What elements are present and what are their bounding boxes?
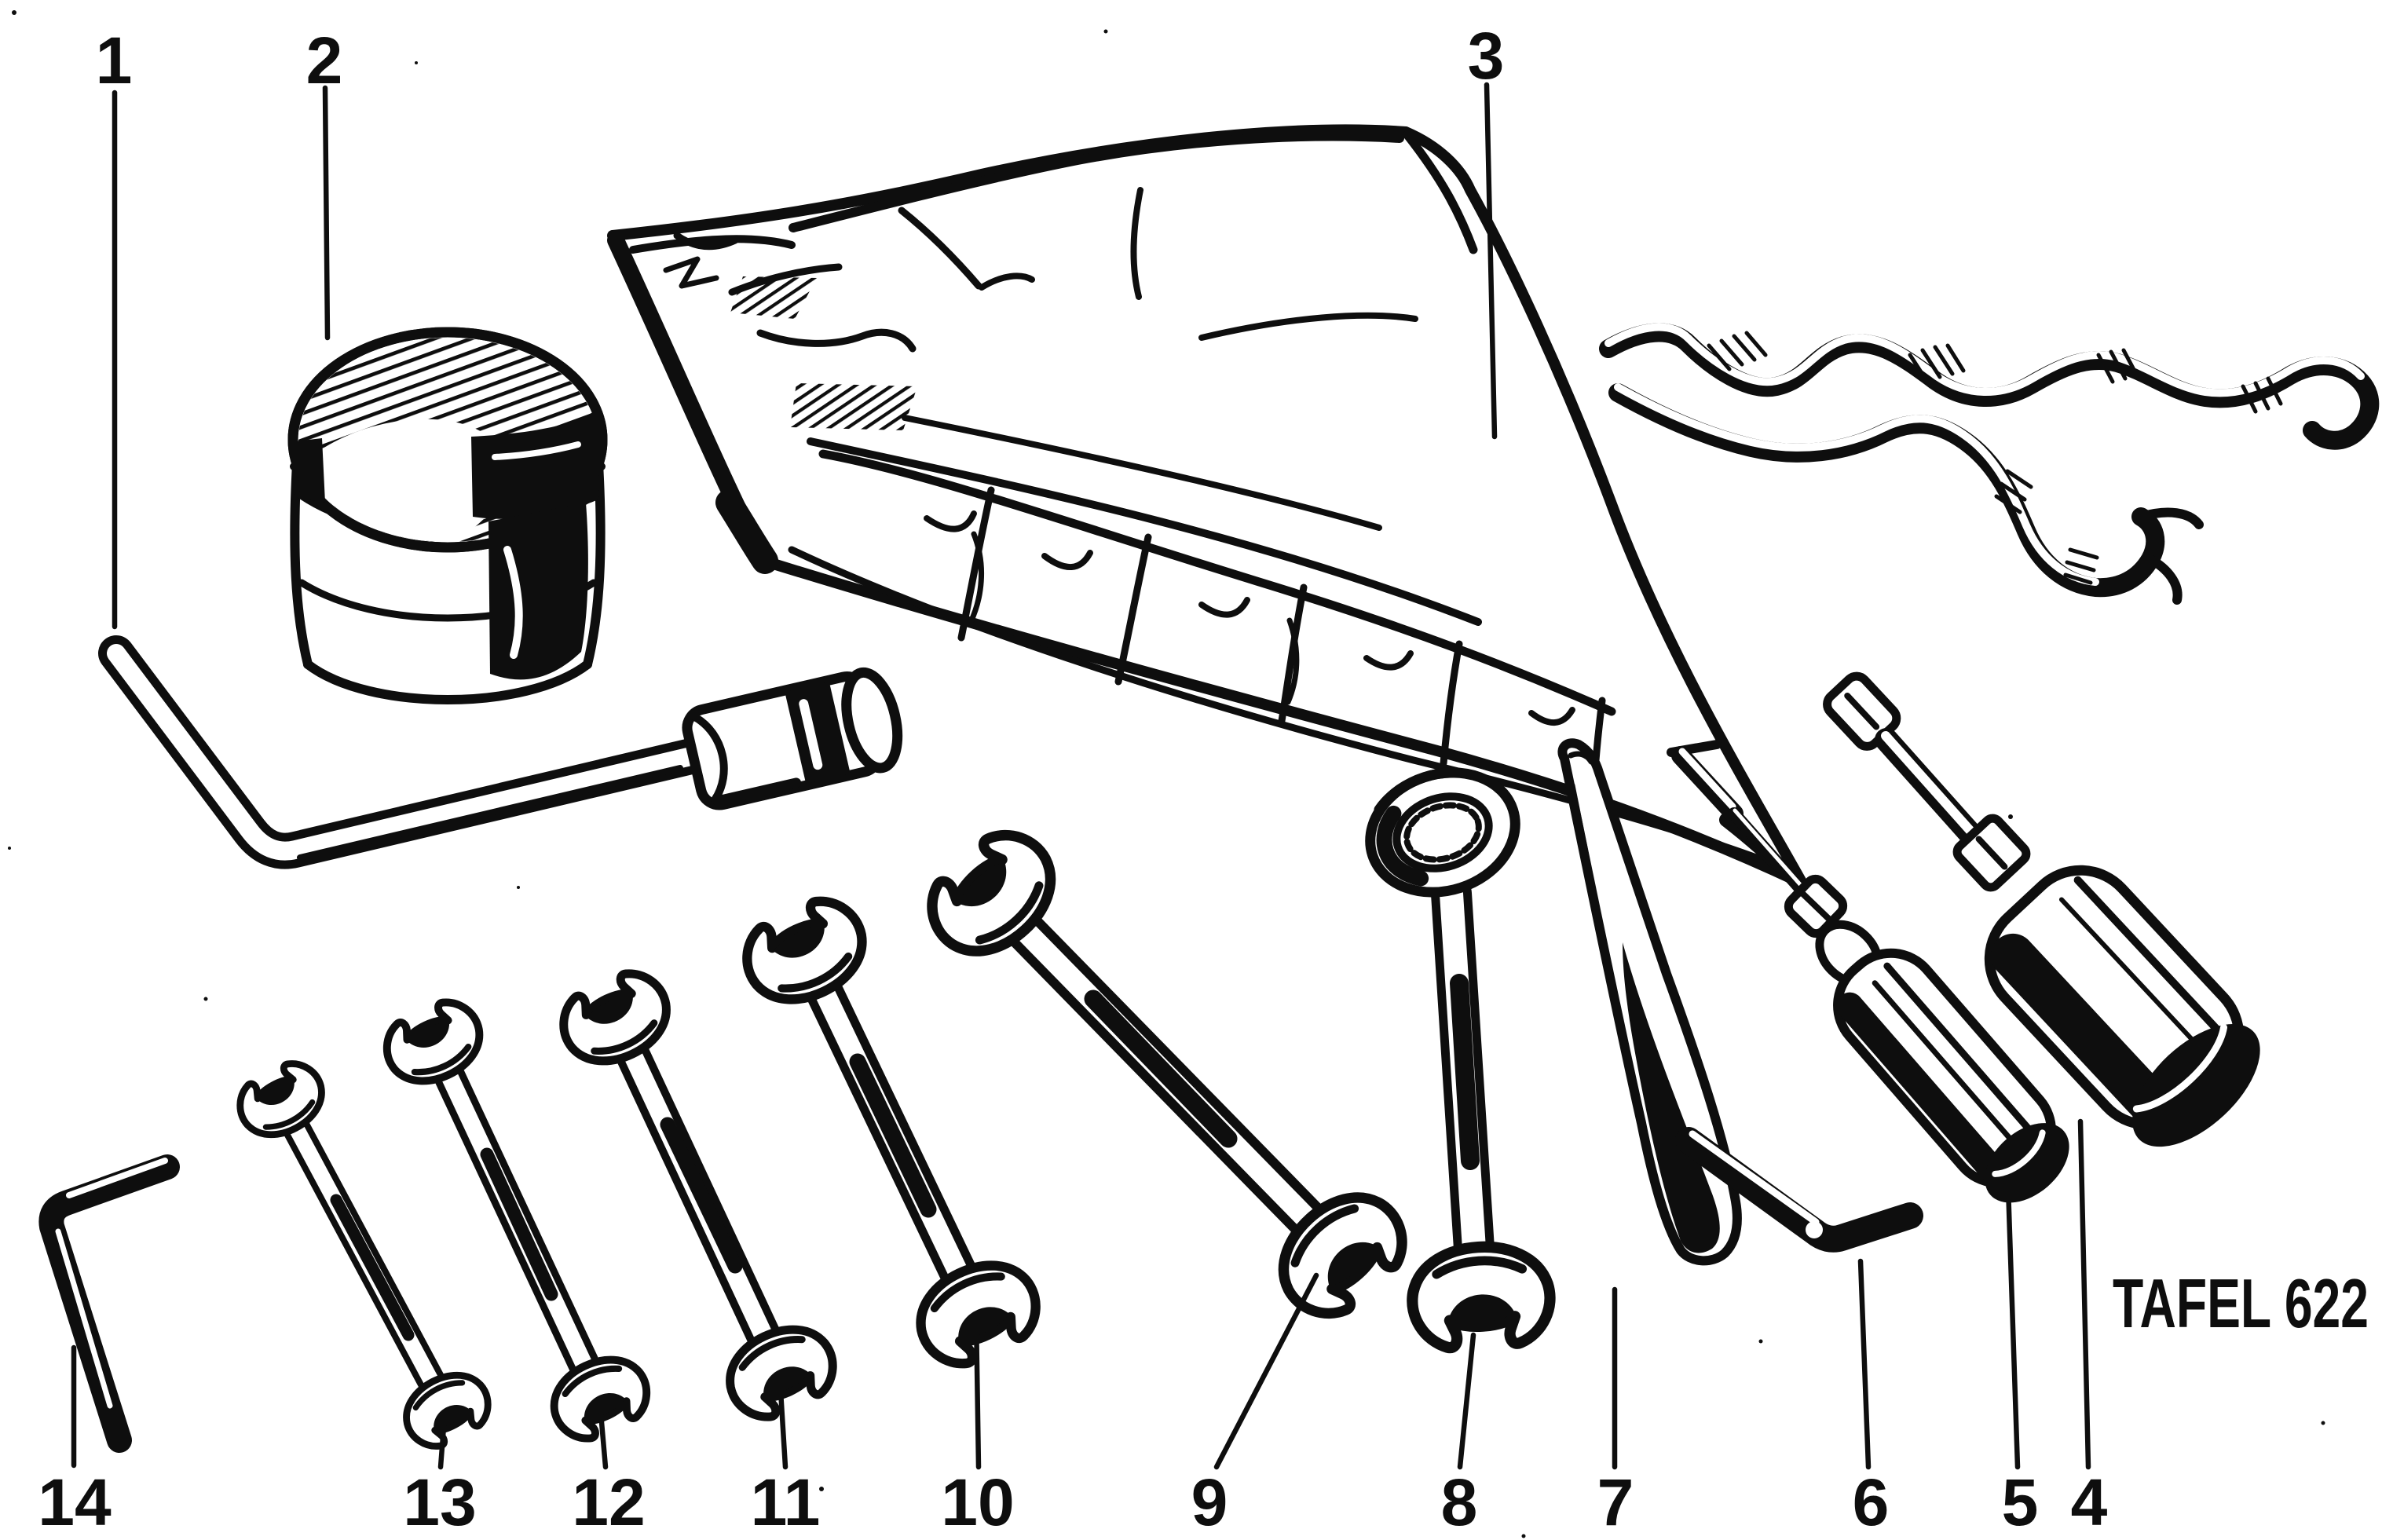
open-end-wrench-10-drawing (734, 889, 1049, 1375)
callout-label-2: 2 (306, 24, 343, 97)
callout-label-4: 4 (2071, 1465, 2108, 1539)
tool-roll-pouch-drawing (607, 124, 1808, 889)
leader-line-12 (597, 1401, 609, 1470)
leader-line-2 (322, 85, 331, 341)
socket-head (682, 667, 903, 810)
pouch-tie-ribbons (1599, 323, 2380, 605)
hex-key-small-drawing (38, 1154, 180, 1453)
hex-key-large-drawing (1675, 1127, 1923, 1253)
spark-plug-socket-wrench-drawing (98, 635, 903, 869)
callout-label-11: 11 (751, 1465, 821, 1539)
large-screwdriver-ferrule (1952, 814, 2031, 892)
leader-line-11 (777, 1375, 789, 1470)
callout-label-12: 12 (572, 1465, 645, 1539)
callout-label-7: 7 (1597, 1465, 1634, 1539)
callout-label-13: 13 (403, 1465, 476, 1539)
open-end-wrench-12-drawing (376, 993, 657, 1448)
plate-title: TAFEL 622 (2113, 1264, 2369, 1342)
open-end-wrench-11-drawing (552, 963, 844, 1428)
leader-line-5 (2005, 1184, 2021, 1470)
callout-label-10: 10 (941, 1465, 1014, 1539)
leader-line-8 (1457, 1332, 1476, 1470)
leader-line-3 (1484, 82, 1498, 440)
open-end-wrench-13-drawing (230, 1055, 498, 1456)
leader-line-10 (973, 1313, 982, 1470)
leader-line-13 (437, 1414, 448, 1470)
scan-specks (8, 10, 2325, 1538)
tie-hatching (1707, 331, 2283, 585)
screwdriver-drawing (1667, 740, 2069, 1203)
callout-label-14: 14 (38, 1465, 112, 1539)
large-screwdriver-handle (1984, 865, 2260, 1147)
callout-label-6: 6 (1853, 1465, 1890, 1539)
grease-tin-drawing (287, 327, 608, 704)
leader-lines (71, 82, 2091, 1470)
leader-line-6 (1857, 1258, 1872, 1470)
callout-labels: 1 2 3 4 5 6 7 8 9 10 11 12 13 14 TAFEL 6… (38, 19, 2369, 1539)
open-end-wrench-9-drawing (915, 818, 1420, 1331)
callout-label-8: 8 (1441, 1465, 1478, 1539)
large-screwdriver-drawing (1823, 671, 2260, 1147)
leader-line-9 (1213, 1272, 1319, 1470)
callout-label-3: 3 (1468, 19, 1505, 93)
callout-label-5: 5 (2002, 1465, 2039, 1539)
callout-label-9: 9 (1191, 1465, 1228, 1539)
callout-label-1: 1 (96, 24, 133, 97)
leader-line-4 (2077, 1118, 2091, 1470)
ring-spanner-drawing (1363, 767, 1553, 1350)
screwdriver-handle (1833, 948, 2069, 1203)
